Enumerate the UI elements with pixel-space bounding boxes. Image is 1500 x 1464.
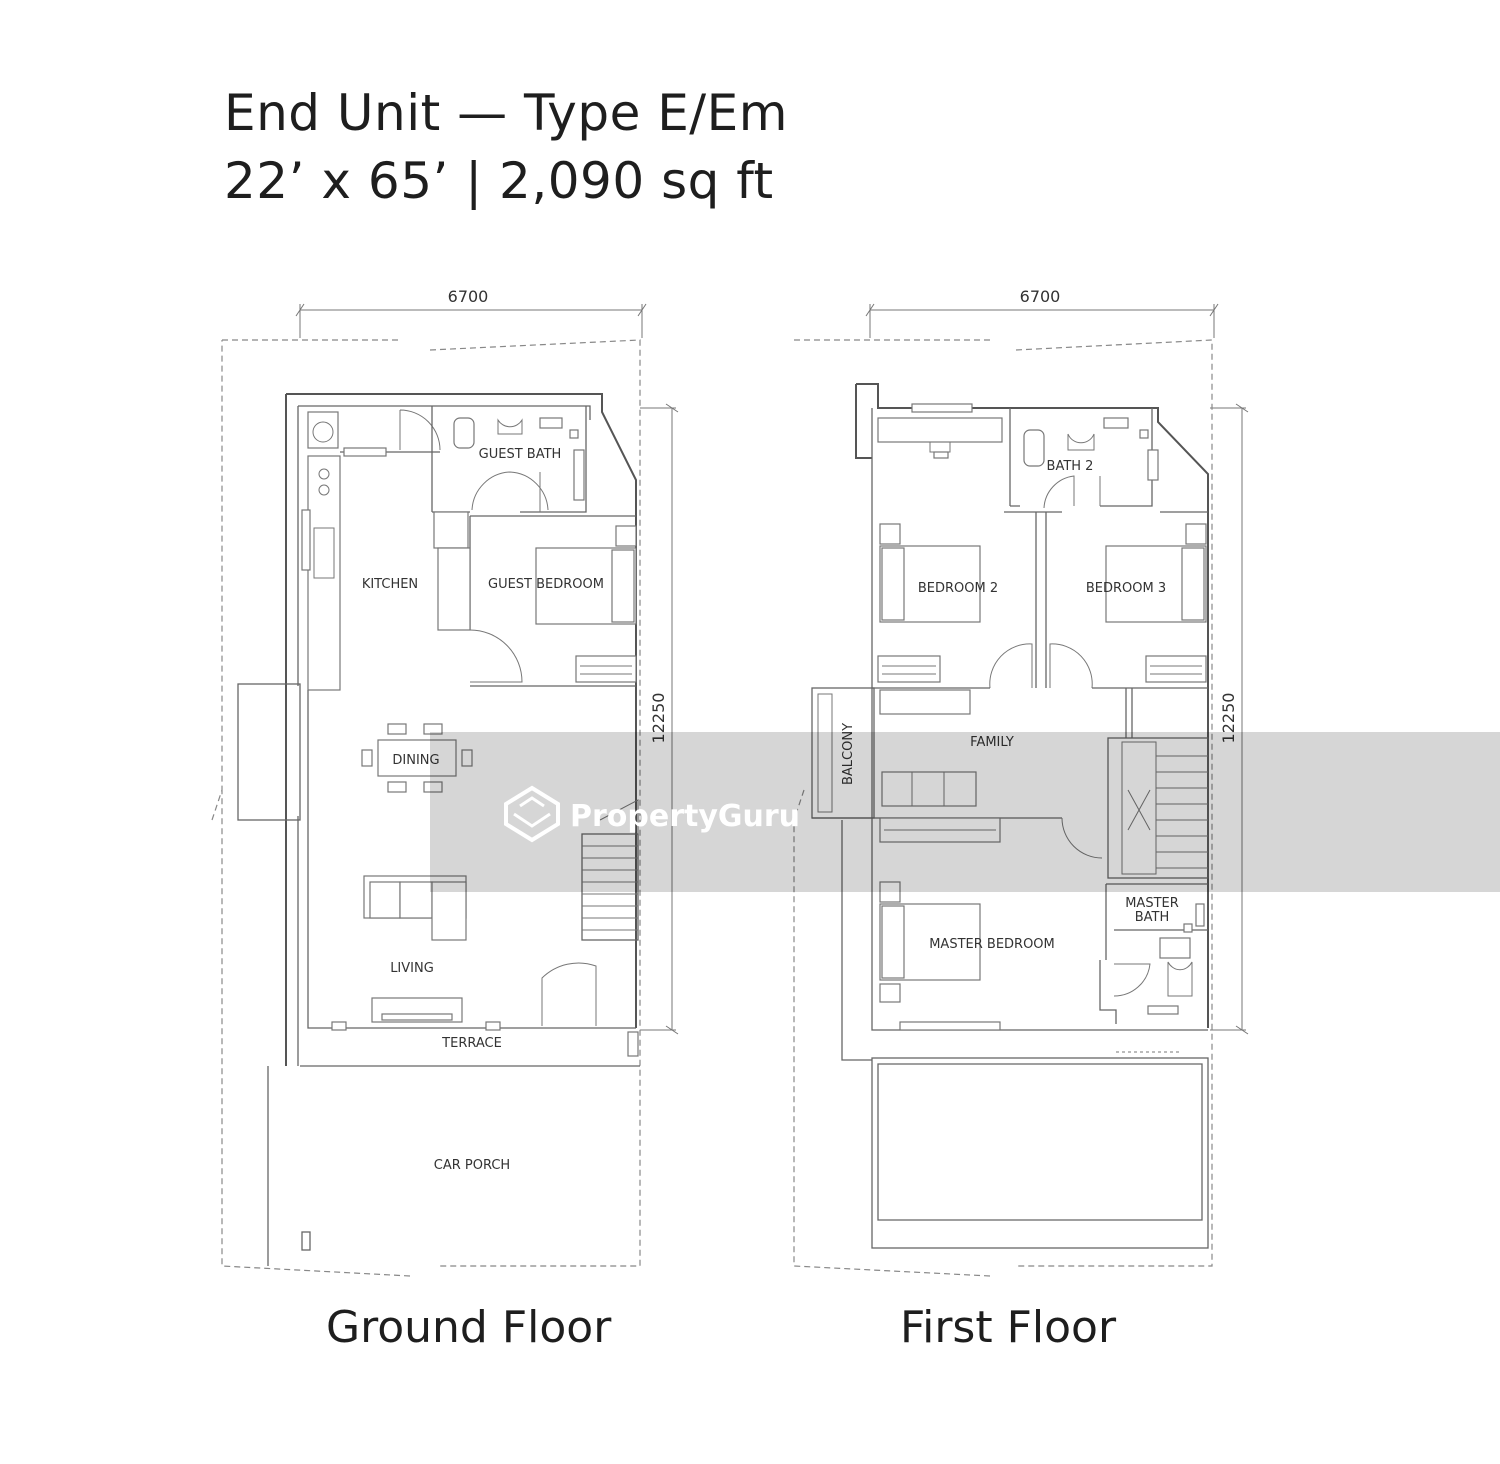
first-depth-dimension: 12250 xyxy=(1210,403,1249,1035)
master-bedroom-label: MASTER BEDROOM xyxy=(929,937,1055,952)
balcony-label: BALCONY xyxy=(841,723,856,785)
ground-width-dimension: 6700 xyxy=(295,287,647,338)
dining-label: DINING xyxy=(392,753,439,768)
family-label: FAMILY xyxy=(970,735,1014,750)
ground-depth-dimension: 12250 xyxy=(640,403,679,1035)
ground-floor-caption: Ground Floor xyxy=(326,1302,612,1353)
guest-bath-label: GUEST BATH xyxy=(479,447,562,462)
ground-depth-label: 12250 xyxy=(649,693,668,744)
guest-bedroom-label: GUEST BEDROOM xyxy=(488,577,604,592)
first-width-dimension: 6700 xyxy=(865,287,1219,338)
ground-staircase xyxy=(581,799,639,941)
bedroom-3-label: BEDROOM 3 xyxy=(1086,581,1166,596)
bedroom-2-label: BEDROOM 2 xyxy=(918,581,998,596)
first-depth-label: 12250 xyxy=(1219,693,1238,744)
dining-table xyxy=(361,723,473,793)
plan-size-and-area: 22’ x 65’ | 2,090 sq ft xyxy=(224,152,774,210)
master-bath-label-line1: MASTER xyxy=(1125,896,1179,911)
watermark-text: PropertyGuru xyxy=(570,799,800,834)
first-floor-caption: First Floor xyxy=(900,1302,1117,1353)
living-sofa xyxy=(363,875,467,941)
plan-title: End Unit — Type E/Em xyxy=(224,84,788,142)
first-floor-plan: 6700 12250 BATH 2 xyxy=(793,287,1249,1277)
ground-floor-plan: 6700 12250 xyxy=(211,287,679,1277)
master-bath-label-line2: BATH xyxy=(1135,910,1170,925)
bath-2-label: BATH 2 xyxy=(1047,459,1094,474)
watermark: PropertyGuru xyxy=(430,732,1500,892)
kitchen-label: KITCHEN xyxy=(362,577,418,592)
propertyguru-logo-icon xyxy=(504,785,560,843)
car-porch-label: CAR PORCH xyxy=(434,1158,510,1173)
terrace-label: TERRACE xyxy=(441,1036,502,1051)
ground-width-label: 6700 xyxy=(448,287,489,306)
first-width-label: 6700 xyxy=(1020,287,1061,306)
living-label: LIVING xyxy=(390,961,434,976)
first-staircase xyxy=(1107,737,1209,879)
